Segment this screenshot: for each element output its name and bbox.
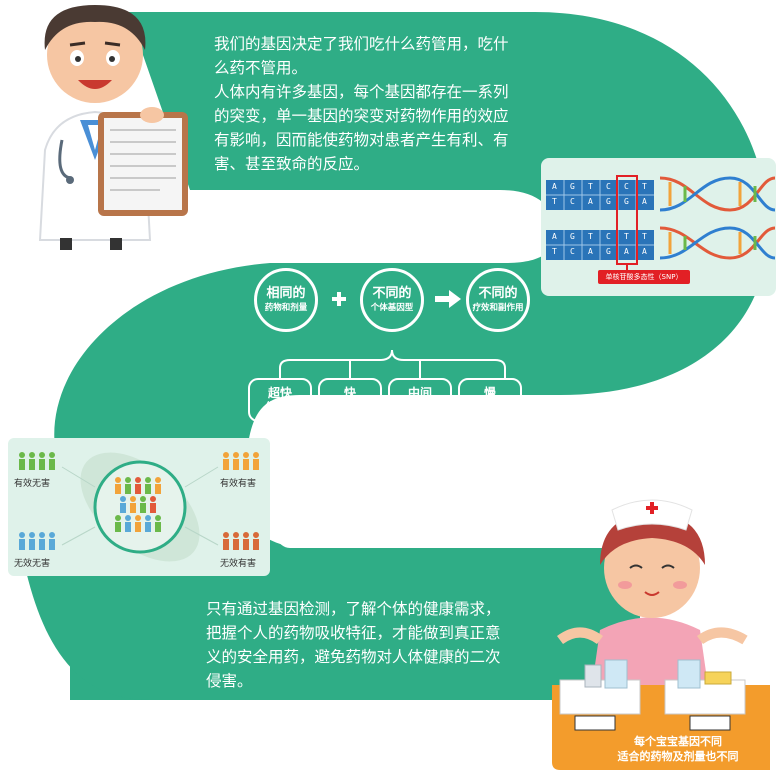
intro-line: 的突变，单一基因的突变对药物作用的效应 bbox=[214, 107, 509, 125]
dna-base: A bbox=[552, 182, 557, 191]
people-crowd bbox=[115, 477, 161, 532]
arrow-right-icon bbox=[435, 290, 461, 308]
tray-right bbox=[664, 679, 746, 715]
group-effective-harmless bbox=[19, 452, 55, 470]
intro-line: 么药不管用。 bbox=[214, 59, 308, 77]
dna-base: T bbox=[588, 232, 593, 241]
type-subtitle: 代谢型 bbox=[265, 401, 295, 413]
intro-line: 害、甚至致命的反应。 bbox=[214, 155, 370, 173]
label-effective-harmful: 有效有害 bbox=[220, 479, 257, 489]
dna-helix-bottom bbox=[659, 226, 776, 260]
dna-base: G bbox=[606, 197, 611, 206]
nurse-illustration bbox=[552, 499, 770, 770]
outro-line: 只有通过基因检测，了解个体的健康需求， bbox=[206, 600, 501, 618]
ribbon-gap-curve bbox=[269, 462, 290, 548]
dna-base: G bbox=[624, 197, 629, 206]
label-ineffective-harmful: 无效有害 bbox=[220, 559, 257, 569]
dna-base: A bbox=[642, 247, 647, 256]
type-subtitle: 代谢型 bbox=[405, 401, 435, 413]
dna-base: A bbox=[588, 247, 593, 256]
type-title: 中间 bbox=[407, 385, 432, 400]
type-subtitle: 代谢型 bbox=[475, 401, 505, 413]
outro-line: 义的安全用药，避免药物对人体健康的二次 bbox=[206, 648, 501, 666]
group-connectors bbox=[61, 466, 219, 546]
type-bracket bbox=[279, 349, 506, 378]
dna-base: T bbox=[552, 197, 557, 206]
type-title: 超快 bbox=[267, 385, 292, 400]
dna-cells bbox=[546, 175, 654, 270]
type-intermediate: 中间 代谢型 bbox=[388, 378, 452, 422]
ribbon-gap bbox=[290, 462, 635, 548]
intro-text: 我们的基因决定了我们吃什么药管用，吃什 么药不管用。 人体内有许多基因，每个基因… bbox=[214, 32, 559, 176]
dna-base: T bbox=[588, 182, 593, 191]
circle-different-effects: 不同的 疗效和副作用 bbox=[466, 268, 530, 332]
dna-base: C bbox=[570, 247, 575, 256]
dna-base: C bbox=[570, 197, 575, 206]
circle-same-drug-dose: 相同的 药物和剂量 bbox=[254, 268, 318, 332]
dna-base: T bbox=[642, 232, 647, 241]
dna-base: A bbox=[552, 232, 557, 241]
caption-line: 每个宝宝基因不同 bbox=[634, 735, 722, 748]
label-effective-harmless: 有效无害 bbox=[14, 479, 51, 489]
dna-base: G bbox=[606, 247, 611, 256]
doctor-illustration bbox=[38, 5, 188, 250]
nurse-caption: 每个宝宝基因不同 适合的药物及剂量也不同 bbox=[588, 734, 768, 764]
label-ineffective-harmless: 无效无害 bbox=[14, 559, 51, 569]
dna-base: T bbox=[624, 232, 629, 241]
type-subtitle: 代谢型 bbox=[335, 401, 365, 413]
intro-line: 有影响，因而能使药物对患者产生有利、有 bbox=[214, 131, 509, 149]
type-fast: 快 代谢型 bbox=[318, 378, 382, 422]
outro-text: 只有通过基因检测，了解个体的健康需求， 把握个人的药物吸收特征，才能做到真正意 … bbox=[206, 597, 556, 693]
dna-base: C bbox=[624, 182, 629, 191]
circle-title: 不同的 bbox=[372, 286, 412, 301]
plus-icon bbox=[332, 292, 346, 306]
dna-base: A bbox=[588, 197, 593, 206]
circle-subtitle: 药物和剂量 bbox=[264, 303, 308, 313]
circle-different-genotype: 不同的 个体基因型 bbox=[360, 268, 424, 332]
type-title: 快 bbox=[343, 385, 356, 400]
intro-line: 人体内有许多基因，每个基因都存在一系列 bbox=[214, 83, 509, 101]
circle-title: 不同的 bbox=[478, 286, 518, 301]
intro-line: 我们的基因决定了我们吃什么药管用，吃什 bbox=[214, 35, 509, 53]
type-slow: 慢 代谢型 bbox=[458, 378, 522, 422]
group-effective-harmful bbox=[223, 452, 259, 470]
snp-label: 单核苷酸多态性（SNP） bbox=[598, 270, 690, 284]
dna-base: T bbox=[642, 182, 647, 191]
dna-base: T bbox=[552, 247, 557, 256]
dna-base: C bbox=[606, 232, 611, 241]
dna-base: A bbox=[624, 247, 629, 256]
dna-base: A bbox=[642, 197, 647, 206]
circle-subtitle: 个体基因型 bbox=[370, 303, 414, 313]
dna-helix-top bbox=[659, 176, 776, 212]
circle-title: 相同的 bbox=[266, 286, 306, 301]
type-title: 慢 bbox=[483, 385, 496, 400]
circle-subtitle: 疗效和副作用 bbox=[472, 303, 524, 313]
group-ineffective-harmless bbox=[19, 532, 55, 550]
caption-line: 适合的药物及剂量也不同 bbox=[617, 750, 739, 763]
type-connectors bbox=[349, 360, 421, 378]
outro-line: 侵害。 bbox=[206, 672, 253, 690]
dna-base: C bbox=[606, 182, 611, 191]
dna-base: G bbox=[570, 182, 575, 191]
outro-line: 把握个人的药物吸收特征，才能做到真正意 bbox=[206, 624, 501, 642]
group-ineffective-harmful bbox=[223, 532, 259, 550]
type-ultrafast: 超快 代谢型 bbox=[248, 378, 312, 422]
dna-base: G bbox=[570, 232, 575, 241]
